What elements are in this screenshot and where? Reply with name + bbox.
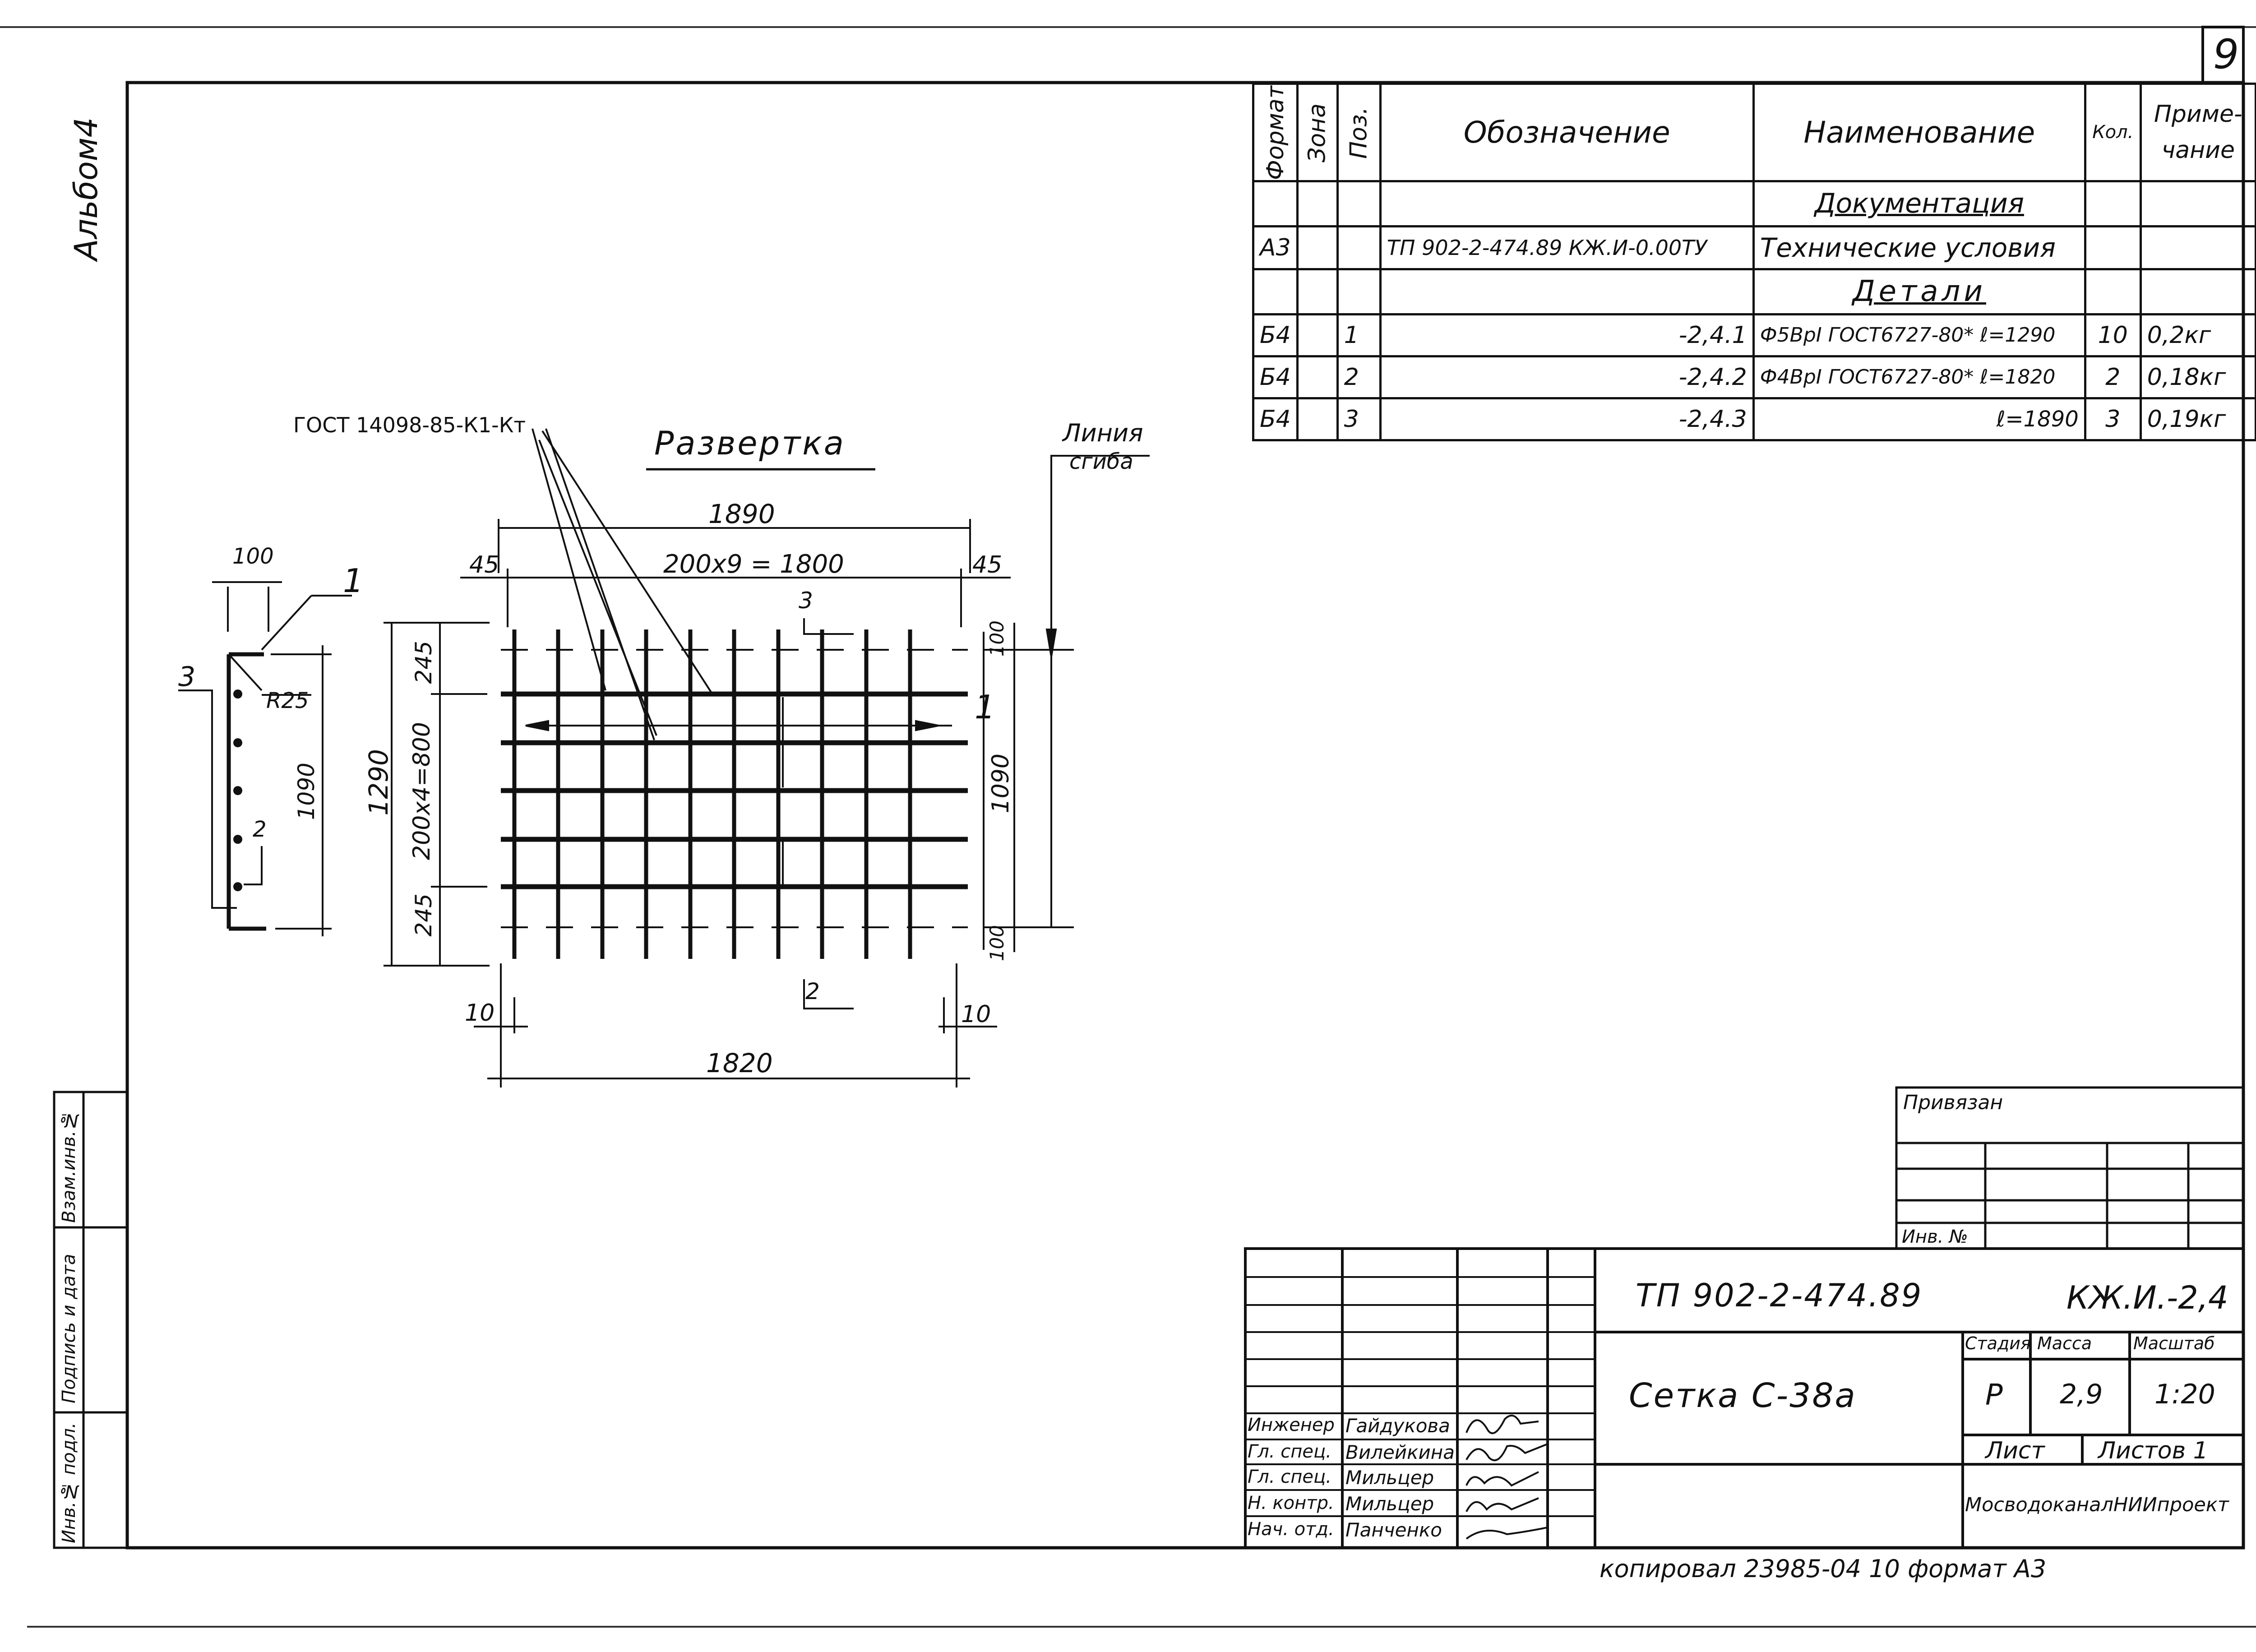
role-n-kontr: Н. контр.: [1248, 1493, 1334, 1513]
row-kol: 2: [2084, 355, 2142, 399]
row-oboz: -2,4.3: [1379, 397, 1755, 441]
section-label-1: 1: [975, 688, 995, 726]
row-naim: Ф4ВрI ГОСТ6727-80* ℓ=1820: [1752, 355, 2086, 399]
stadiya-value: Р: [1985, 1379, 2003, 1412]
title-code: ТП 902-2-474.89: [1636, 1277, 1923, 1314]
copied-note: копировал 23985-04 10 формат А3: [1600, 1555, 2047, 1583]
row-format: Б4: [1252, 313, 1299, 357]
massa-value: 2,9: [2060, 1379, 2103, 1410]
massa-label: Масса: [2037, 1333, 2092, 1353]
role-gl-spec-2: Гл. спец.: [1248, 1467, 1331, 1487]
signatures: [1465, 1415, 1548, 1540]
name-gl-spec-2: Мильцер: [1345, 1467, 1434, 1489]
row-naim: Технические условия: [1752, 225, 2086, 270]
list-label: Лист: [1985, 1437, 2045, 1464]
header-naimenovanie: Наименование: [1752, 83, 2086, 182]
razvertka-label: Развертка: [654, 424, 846, 462]
profile-dim-100: 100: [232, 544, 274, 569]
spec-row: Б4 3 -2,4.3 ℓ=1890 3 0,19кг: [1252, 397, 2256, 441]
dim-45-left: 45: [469, 551, 499, 578]
row-prim: 0,18кг: [2139, 355, 2256, 399]
spec-header-row: Формат Зона Поз. Обозначение Наименовани…: [1253, 83, 2256, 182]
dim-10-right: 10: [961, 1001, 991, 1028]
role-gl-spec-1: Гл. спец.: [1248, 1441, 1331, 1462]
masshtab-label: Масштаб: [2133, 1333, 2215, 1353]
spec-row: А3 ТП 902-2-474.89 КЖ.И-0.00ТУ Техническ…: [1252, 225, 2256, 270]
profile-pos-1: 1: [343, 562, 364, 600]
dim-10-left: 10: [465, 1000, 495, 1027]
sheet-number: 9: [2213, 31, 2239, 78]
row-poz: [1336, 225, 1382, 270]
title-name: Сетка С-38а: [1629, 1376, 1857, 1415]
mesh-vertical-bars: [512, 629, 912, 959]
profile-pos-3: 3: [178, 661, 196, 693]
organization: МосводоканалНИИпроект: [1965, 1494, 2229, 1516]
specification-table: Формат Зона Поз. Обозначение Наименовани…: [1252, 83, 2256, 441]
row-oboz: -2,4.2: [1379, 355, 1755, 399]
section-label-3: 3: [799, 588, 813, 614]
stadiya-label: Стадия: [1965, 1333, 2031, 1353]
section-label-2: 2: [805, 978, 820, 1004]
spec-section-details: Детали: [1252, 268, 2256, 315]
row-format: Б4: [1252, 355, 1299, 399]
name-engineer: Гайдукова: [1345, 1415, 1450, 1437]
row-kol: 3: [2084, 397, 2142, 441]
role-nach-otd: Нач. отд.: [1248, 1519, 1334, 1540]
row-kol: 10: [2084, 313, 2142, 357]
listov-label: Листов 1: [2098, 1437, 2208, 1464]
row-format: Б4: [1252, 397, 1299, 441]
row-naim: Ф5ВрI ГОСТ6727-80* ℓ=1290: [1752, 313, 2086, 357]
header-oboznachenie: Обозначение: [1379, 83, 1755, 182]
row-prim: 0,19кг: [2139, 397, 2256, 441]
row-poz: 3: [1336, 397, 1382, 441]
header-kol: Кол.: [2084, 83, 2142, 182]
mesh-horizontal-bars: [501, 691, 968, 889]
section-docs: Документация: [1752, 180, 2086, 227]
fold-line-label-1: Линия: [1063, 419, 1143, 447]
profile-pos-2: 2: [253, 817, 267, 842]
privyazan-label: Привязан: [1903, 1091, 2003, 1114]
spec-row: Б4 2 -2,4.2 Ф4ВрI ГОСТ6727-80* ℓ=1820 2 …: [1252, 355, 2256, 399]
profile-bar-dots: [233, 689, 242, 891]
dim-200x9: 200x9 = 1800: [663, 550, 844, 579]
row-poz: 2: [1336, 355, 1382, 399]
fold-line-label-2: сгиба: [1069, 449, 1133, 474]
inv-no-label: Инв. №: [1902, 1226, 1968, 1247]
row-poz: 1: [1336, 313, 1382, 357]
row-prim: 0,2кг: [2139, 313, 2256, 357]
row-prim: [2139, 225, 2256, 270]
row-oboz: ТП 902-2-474.89 КЖ.И-0.00ТУ: [1379, 225, 1755, 270]
profile-r25: R25: [266, 688, 309, 713]
row-format: А3: [1252, 225, 1299, 270]
dim-45-right: 45: [972, 551, 1003, 578]
spec-row: Б4 1 -2,4.1 Ф5ВрI ГОСТ6727-80* ℓ=1290 10…: [1252, 313, 2256, 357]
row-oboz: -2,4.1: [1379, 313, 1755, 357]
masshtab-value: 1:20: [2154, 1379, 2215, 1410]
name-gl-spec-1: Вилейкина: [1345, 1441, 1455, 1463]
spec-section-docs: Документация: [1252, 180, 2256, 227]
title-doc-code: КЖ.И.-2,4: [2066, 1279, 2228, 1316]
row-naim: ℓ=1890: [1752, 397, 2086, 441]
header-primechanie: Приме-чание: [2139, 83, 2256, 182]
dim-1890: 1890: [708, 499, 775, 529]
gost-weld-label: ГОСТ 14098-85-К1-Кт: [293, 413, 526, 437]
dim-1820: 1820: [706, 1048, 773, 1078]
role-engineer: Инженер: [1248, 1415, 1335, 1435]
name-n-kontr: Мильцер: [1345, 1493, 1434, 1515]
name-nach-otd: Панченко: [1345, 1519, 1442, 1541]
section-details: Детали: [1752, 268, 2086, 315]
row-kol: [2084, 225, 2142, 270]
